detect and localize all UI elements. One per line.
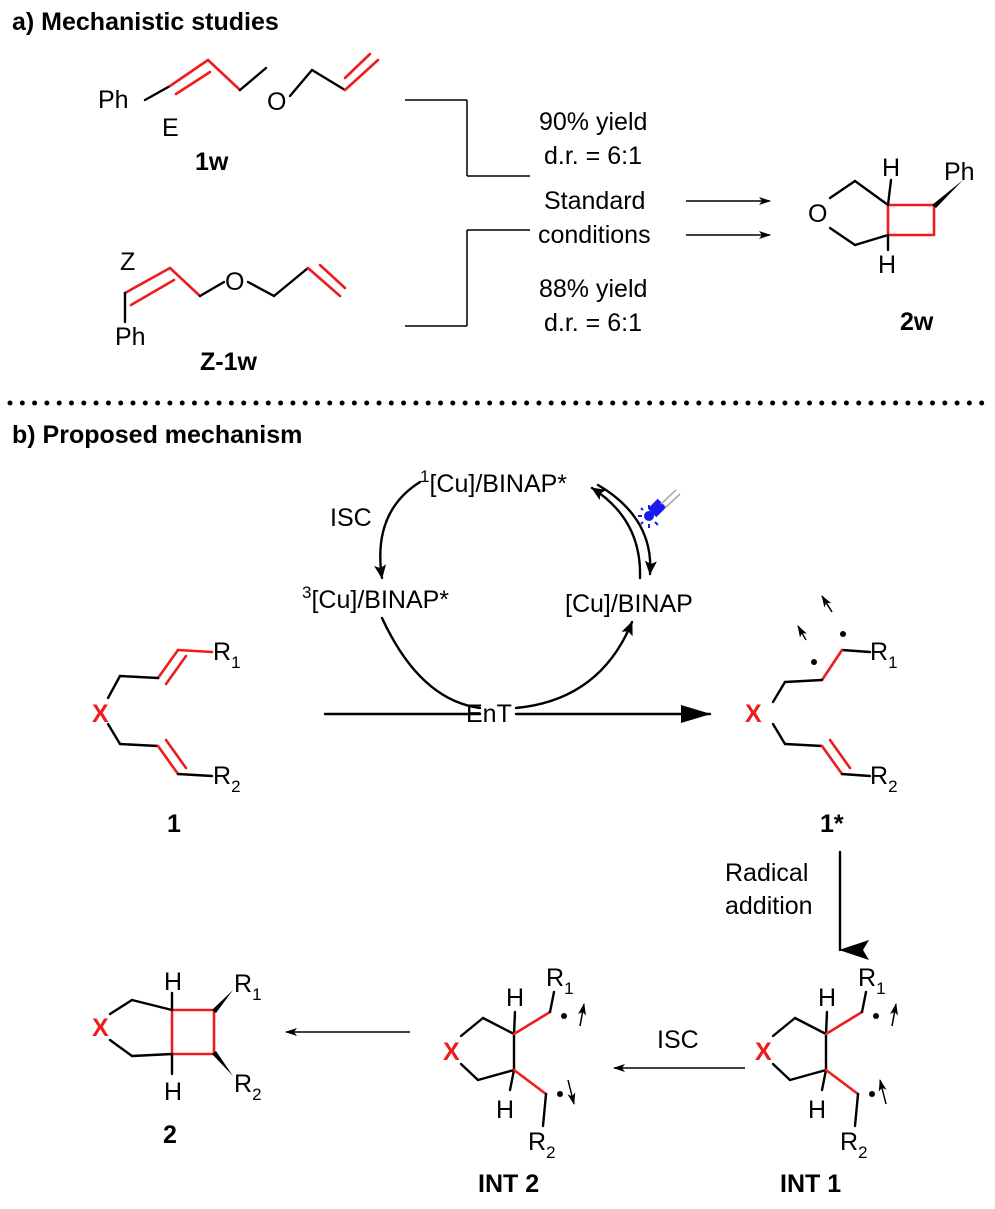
radical-dot [869,1091,875,1097]
ph-label: Ph [115,323,146,351]
compound-z1w: Z Ph O Z-1w [115,248,347,376]
spin-arrow [797,625,807,641]
compound-1-star: X R1 R2 1* [745,595,898,838]
intermediate-int1: X H H R1 R2 INT 1 [755,964,898,1198]
radical-dot [840,631,846,637]
h-top-label: H [818,984,836,1012]
heteroatom-x: X [443,1038,460,1066]
intermediate-int2: X H H R1 R2 INT 2 [443,964,586,1198]
r2-label: R2 [528,1128,556,1162]
section-a-title: a) Mechanistic studies [12,8,279,36]
product-2w: O H H Ph 2w [808,154,975,336]
r2-label: R2 [870,762,898,796]
geometry-e-label: E [162,114,179,142]
oxygen-label: O [267,88,286,116]
ground-state-label: [Cu]/BINAP [565,590,693,618]
h-top-label: H [882,154,900,182]
compound-1: X R1 R2 1 [92,638,241,838]
compound-label: INT 1 [780,1170,841,1198]
r2-label: R2 [213,762,241,796]
yield-bot-line1: 88% yield [539,275,647,303]
r1-label: R1 [234,970,262,1004]
section-b-title: b) Proposed mechanism [12,421,302,449]
radical-addition-line2: addition [725,892,813,920]
radical-addition-line1: Radical [725,859,808,887]
compound-label: 2 [163,1121,177,1149]
compound-label: 1 [167,810,181,838]
isc-label: ISC [330,504,372,532]
yield-top-line2: d.r. = 6:1 [544,142,642,170]
oxygen-label: O [225,268,244,296]
ph-label: Ph [944,158,975,186]
h-bottom-label: H [164,1078,182,1106]
h-top-label: H [164,968,182,996]
heteroatom-x: X [755,1038,772,1066]
compound-label: 1* [820,810,844,838]
spin-arrow [578,1003,586,1027]
oxygen-label: O [808,200,827,228]
geometry-z-label: Z [120,248,135,276]
h-bottom-label: H [808,1096,826,1124]
isc-step-label: ISC [657,1026,699,1054]
singlet-state-label: 1[Cu]/BINAP* [420,467,567,498]
r1-label: R1 [546,964,574,998]
reaction-brackets [405,99,530,327]
compound-label: 2w [900,308,934,336]
compound-label: INT 2 [478,1170,539,1198]
heteroatom-x: X [92,700,109,728]
spin-arrow [878,1079,887,1105]
ph-label: Ph [98,86,129,114]
triplet-state-label: 3[Cu]/BINAP* [302,583,449,614]
spin-arrow [567,1079,576,1105]
heteroatom-x: X [745,700,762,728]
conditions-line1: Standard [544,187,645,215]
compound-label: 1w [195,148,229,176]
radical-dot [873,1013,879,1019]
heteroatom-x: X [92,1014,109,1042]
compound-2: X H H R1 R2 2 [92,968,262,1149]
yield-top-line1: 90% yield [539,108,647,136]
conditions-line2: conditions [538,221,651,249]
radical-dot [811,659,817,665]
h-bottom-label: H [496,1096,514,1124]
h-top-label: H [506,984,524,1012]
h-bottom-label: H [878,251,896,279]
r2-label: R2 [840,1128,868,1162]
radical-dot [557,1091,563,1097]
spin-arrow [821,595,833,613]
r1-label: R1 [870,638,898,672]
compound-label: Z-1w [200,348,258,376]
r1-label: R1 [213,638,241,672]
blue-light-lamp-icon [638,489,681,528]
spin-arrow [890,1003,898,1027]
compound-1w: Ph O E 1w [98,52,380,176]
r2-label: R2 [234,1070,262,1104]
catalytic-cycle: 1[Cu]/BINAP* 3[Cu]/BINAP* [Cu]/BINAP ISC… [302,467,693,728]
r1-label: R1 [858,964,886,998]
yield-bot-line2: d.r. = 6:1 [544,309,642,337]
radical-dot [561,1013,567,1019]
